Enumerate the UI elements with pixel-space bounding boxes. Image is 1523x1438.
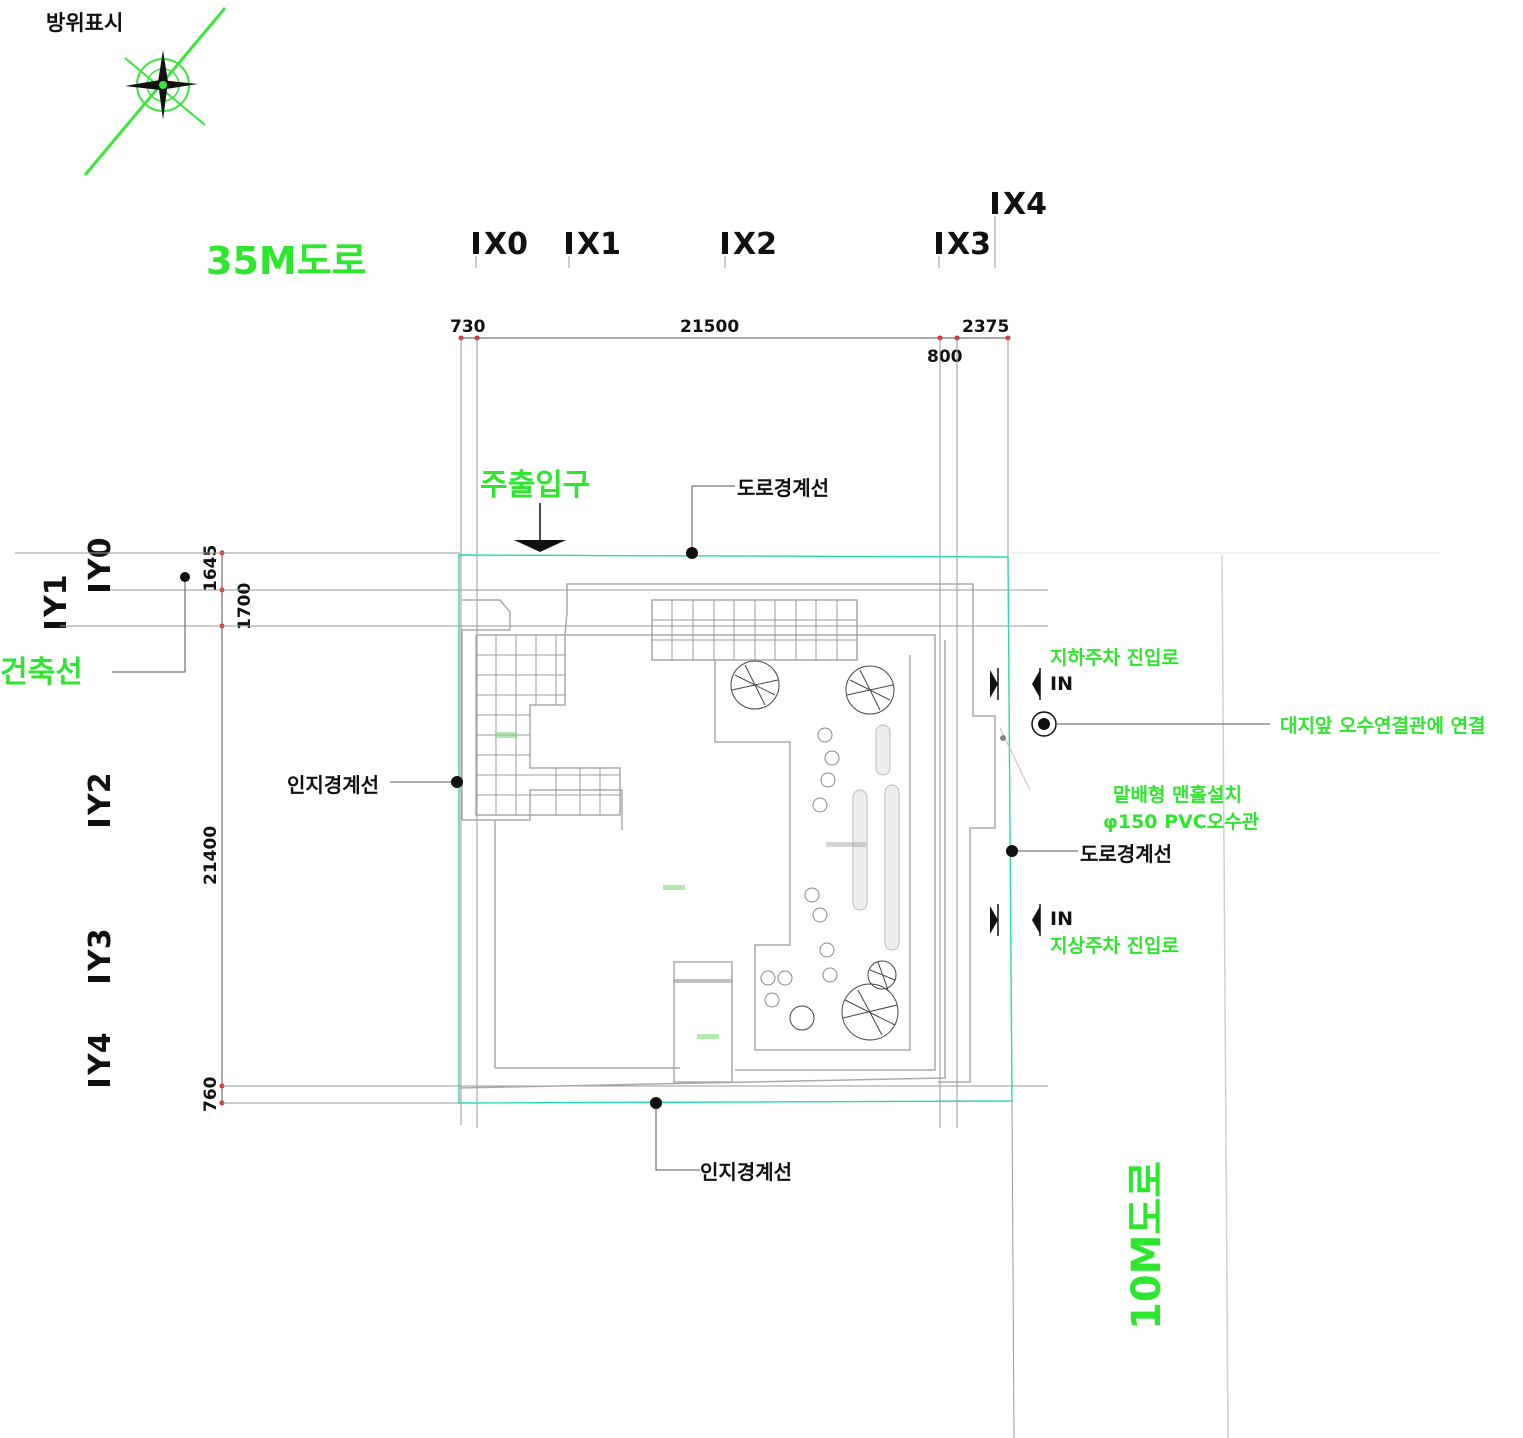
compass-label: 방위표시 xyxy=(46,11,123,35)
adjacent-boundary-bottom-leader xyxy=(650,1097,700,1171)
dim-top-800: 800 xyxy=(927,347,963,367)
left-paving xyxy=(475,634,621,816)
main-road-label: 35M도로 xyxy=(206,239,367,283)
grid-x4: X4 xyxy=(1003,187,1047,222)
reference-lines xyxy=(15,338,1440,1438)
adjacent-boundary-bottom-label: 인지경계선 xyxy=(700,1160,792,1184)
sewer-connection xyxy=(999,711,1270,791)
ground-parking-label: 지상주차 진입로 xyxy=(1050,935,1179,957)
grid-y-markers: Y0 Y1 Y2 Y3 Y4 xyxy=(39,537,118,1086)
grid-x2: X2 xyxy=(733,227,777,262)
dim-top-730: 730 xyxy=(450,317,486,337)
grid-x0: X0 xyxy=(484,227,528,262)
entrance-arrow-icon xyxy=(514,540,566,552)
dim-left-1645: 1645 xyxy=(201,545,221,592)
grid-y1: Y1 xyxy=(39,574,74,618)
main-entrance-label: 주출입구 xyxy=(480,468,590,503)
sewer-connect-label: 대지앞 오수연결관에 연결 xyxy=(1280,715,1486,737)
dim-top-2375: 2375 xyxy=(962,317,1009,337)
building-line-leader xyxy=(112,572,190,673)
ground-parking-arrows xyxy=(990,904,1041,936)
building-line-label: 건축선 xyxy=(0,655,83,690)
adjacent-boundary-left-label: 인지경계선 xyxy=(287,773,379,797)
grid-y3: Y3 xyxy=(83,928,118,972)
grid-y0: Y0 xyxy=(83,537,118,581)
grid-y2: Y2 xyxy=(83,772,118,816)
in-label-top: IN xyxy=(1050,673,1073,695)
road-boundary-right-label: 도로경계선 xyxy=(1080,842,1172,866)
dimension-lines xyxy=(219,335,1011,1106)
underground-parking-arrows xyxy=(990,668,1041,700)
pvc-pipe-label: φ150 PVC오수관 xyxy=(1103,811,1260,833)
side-road-label: 10M도로 xyxy=(1124,1161,1170,1330)
underground-parking-label: 지하주차 진입로 xyxy=(1050,647,1179,669)
dim-top-21500: 21500 xyxy=(680,317,739,337)
grid-x3: X3 xyxy=(947,227,991,262)
compass-icon xyxy=(83,7,227,176)
dim-left-1700: 1700 xyxy=(235,583,255,630)
road-boundary-top-leader xyxy=(686,485,735,559)
grid-y4: Y4 xyxy=(83,1032,118,1076)
road-boundary-top-label: 도로경계선 xyxy=(737,476,829,500)
grid-x1: X1 xyxy=(577,227,621,262)
manhole-label: 맡배형 맨홀설치 xyxy=(1113,783,1242,806)
adjacent-boundary-left-leader xyxy=(390,776,463,788)
site-boundary xyxy=(458,554,1013,1104)
dim-left-760: 760 xyxy=(201,1076,221,1112)
grid-x-markers: X0 X1 X2 X3 X4 xyxy=(473,187,1047,268)
in-label-bottom: IN xyxy=(1050,908,1073,930)
stair-top xyxy=(651,599,858,661)
building-outline xyxy=(459,583,996,1089)
dim-left-21400: 21400 xyxy=(201,826,221,885)
road-boundary-right-leader xyxy=(1006,845,1078,857)
landscape-area xyxy=(663,655,911,1051)
